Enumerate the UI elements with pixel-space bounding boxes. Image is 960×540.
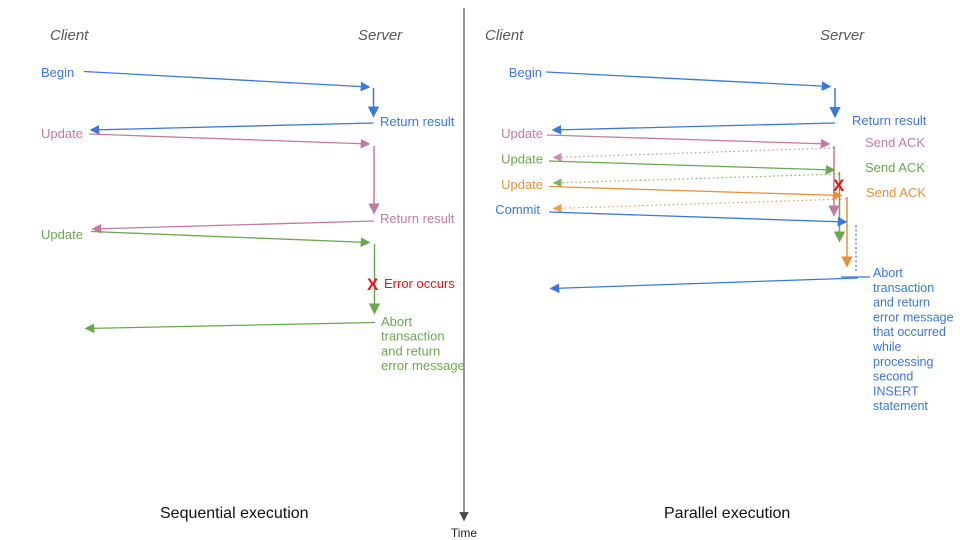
left-update-2-label: Update — [41, 227, 83, 242]
right-send-ack-2-label: Send ACK — [865, 160, 925, 175]
right-update-1-label: Update — [501, 126, 543, 141]
right-begin-request-arrow — [545, 71, 832, 91]
right-ack-3-dotted-arrow — [552, 198, 847, 213]
left-update-1-label: Update — [41, 126, 83, 141]
right-ack-1-dotted-arrow — [552, 147, 835, 162]
left-server-header: Server — [358, 27, 403, 44]
left-return-result-2-label: Return result — [380, 211, 455, 226]
right-update-3-label: Update — [501, 177, 543, 192]
time-axis: Time — [451, 8, 478, 540]
right-panel: Client Server Begin Return result Update… — [485, 27, 957, 522]
time-axis-label: Time — [451, 526, 478, 540]
left-panel-title: Sequential execution — [160, 505, 309, 522]
right-update-3-request-arrow — [548, 185, 843, 201]
right-ack-2-dotted-arrow — [552, 173, 840, 188]
left-client-header: Client — [50, 27, 89, 44]
right-begin-label: Begin — [509, 65, 542, 80]
left-update-1-request-arrow — [88, 133, 371, 149]
left-update-1-return-arrow — [91, 220, 375, 234]
right-begin-return-arrow — [551, 122, 836, 135]
right-abort-note: Abort transaction and return error messa… — [872, 266, 957, 413]
right-return-result-label: Return result — [852, 113, 927, 128]
error-x-icon: X — [367, 275, 379, 294]
right-send-ack-3-label: Send ACK — [866, 185, 926, 200]
right-commit-label: Commit — [495, 202, 540, 217]
right-update-2-label: Update — [501, 152, 543, 167]
left-return-result-1-label: Return result — [380, 114, 455, 129]
left-begin-request-arrow — [83, 70, 371, 92]
right-update-1-request-arrow — [546, 134, 831, 149]
right-commit-request-arrow — [548, 211, 848, 227]
left-panel: Client Server Begin Return result Update… — [41, 27, 465, 522]
left-begin-label: Begin — [41, 65, 74, 80]
right-panel-title: Parallel execution — [664, 505, 790, 522]
right-update-2-request-arrow — [548, 160, 836, 175]
left-begin-return-arrow — [89, 122, 374, 135]
left-update-2-request-arrow — [90, 230, 371, 248]
right-server-header: Server — [820, 27, 865, 44]
error-x-icon: X — [833, 176, 845, 195]
right-send-ack-1-label: Send ACK — [865, 135, 925, 150]
right-client-header: Client — [485, 27, 524, 44]
left-error-occurs-label: Error occurs — [384, 276, 455, 291]
right-abort-return-arrow — [549, 277, 859, 294]
left-abort-return-arrow — [84, 321, 376, 334]
left-abort-note: Abort transaction and return error messa… — [381, 314, 465, 373]
